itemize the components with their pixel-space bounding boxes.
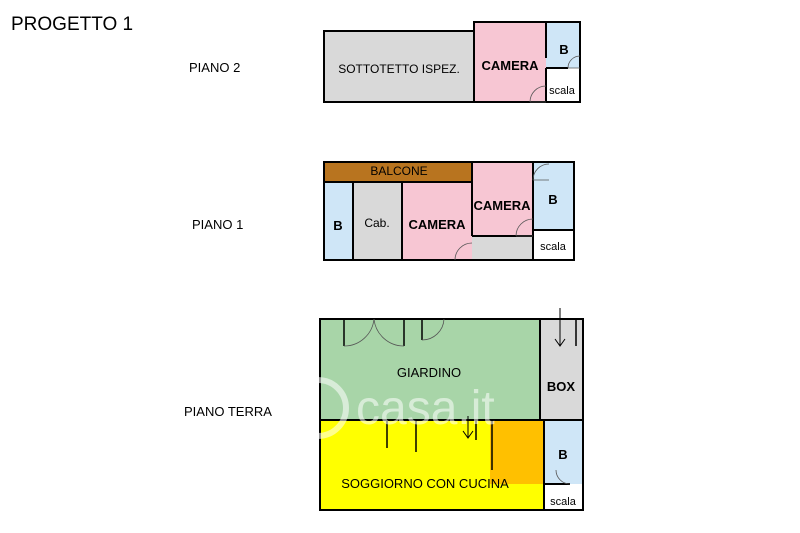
piano-terra-plan: GIARDINO BOX SOGGIORNO CON CUCINA B scal… xyxy=(319,308,584,511)
garden xyxy=(320,319,540,420)
door-swing-p2-camera xyxy=(529,85,547,103)
door-swing-garden-2 xyxy=(373,318,405,347)
piano-2-plan: SOTTOTETTO ISPEZ. CAMERA B scala xyxy=(323,21,581,103)
label-camera-p2: CAMERA xyxy=(481,58,539,73)
stair-room-p2 xyxy=(546,68,580,102)
bath-pt xyxy=(544,420,583,484)
label-bath-p2: B xyxy=(559,42,568,57)
walls-p1 xyxy=(323,161,575,261)
bath-left-p1 xyxy=(324,182,353,260)
project-title: PROGETTO 1 xyxy=(11,14,134,35)
label-scala-p2: scala xyxy=(549,85,576,97)
label-scala-pt: scala xyxy=(550,496,577,508)
bath-right-p1 xyxy=(533,162,574,230)
piano-1-plan: BALCONE B Cab. CAMERA CAMERA B scala xyxy=(323,161,575,261)
label-bath-pt: B xyxy=(558,447,567,462)
door-swing-p2-bath xyxy=(567,55,581,69)
label-scala-p1: scala xyxy=(540,241,567,253)
camera-room-p2 xyxy=(474,22,546,102)
kitchen-area xyxy=(490,420,544,484)
walls-pt xyxy=(319,318,584,511)
label-camera-b-p1: CAMERA xyxy=(473,198,531,213)
watermark: casa.it xyxy=(287,377,495,439)
stair-room-p1 xyxy=(533,230,574,260)
label-camera-a-p1: CAMERA xyxy=(408,217,466,232)
floor-label-piano-2: PIANO 2 xyxy=(189,60,241,75)
label-bath-left-p1: B xyxy=(333,218,342,233)
balcony xyxy=(324,162,472,182)
door-swing-p1-bath-right xyxy=(532,163,550,181)
stair-room-pt xyxy=(544,484,583,510)
camera-b-room xyxy=(472,162,533,236)
label-sottotetto: SOTTOTETTO ISPEZ. xyxy=(338,62,460,76)
door-swing-p1-camera-b xyxy=(515,218,534,237)
watermark-logo-icon xyxy=(287,377,349,439)
floor-label-piano-terra: PIANO TERRA xyxy=(184,404,272,419)
partial-walls-pt xyxy=(343,319,577,470)
cabina-room xyxy=(353,182,402,260)
label-balcone: BALCONE xyxy=(370,164,427,178)
door-swing-bath-pt xyxy=(555,469,571,485)
label-bath-right-p1: B xyxy=(548,192,557,207)
door-swing-garden-3 xyxy=(421,318,445,341)
label-cabina: Cab. xyxy=(364,216,389,230)
corridor-p1 xyxy=(472,236,533,260)
door-swing-p1-camera-a xyxy=(454,242,473,261)
label-box: BOX xyxy=(547,379,576,394)
door-swing-garden-1 xyxy=(343,318,375,347)
floor-label-piano-1: PIANO 1 xyxy=(192,217,244,232)
entry-arrow-box xyxy=(554,308,566,347)
bath-room-p2 xyxy=(546,22,580,68)
label-giardino: GIARDINO xyxy=(397,365,461,380)
camera-a-room xyxy=(402,182,472,260)
entry-arrow-living xyxy=(462,416,474,439)
watermark-text: casa.it xyxy=(356,382,495,435)
walls-p2 xyxy=(323,21,581,103)
label-soggiorno: SOGGIORNO CON CUCINA xyxy=(341,476,509,491)
